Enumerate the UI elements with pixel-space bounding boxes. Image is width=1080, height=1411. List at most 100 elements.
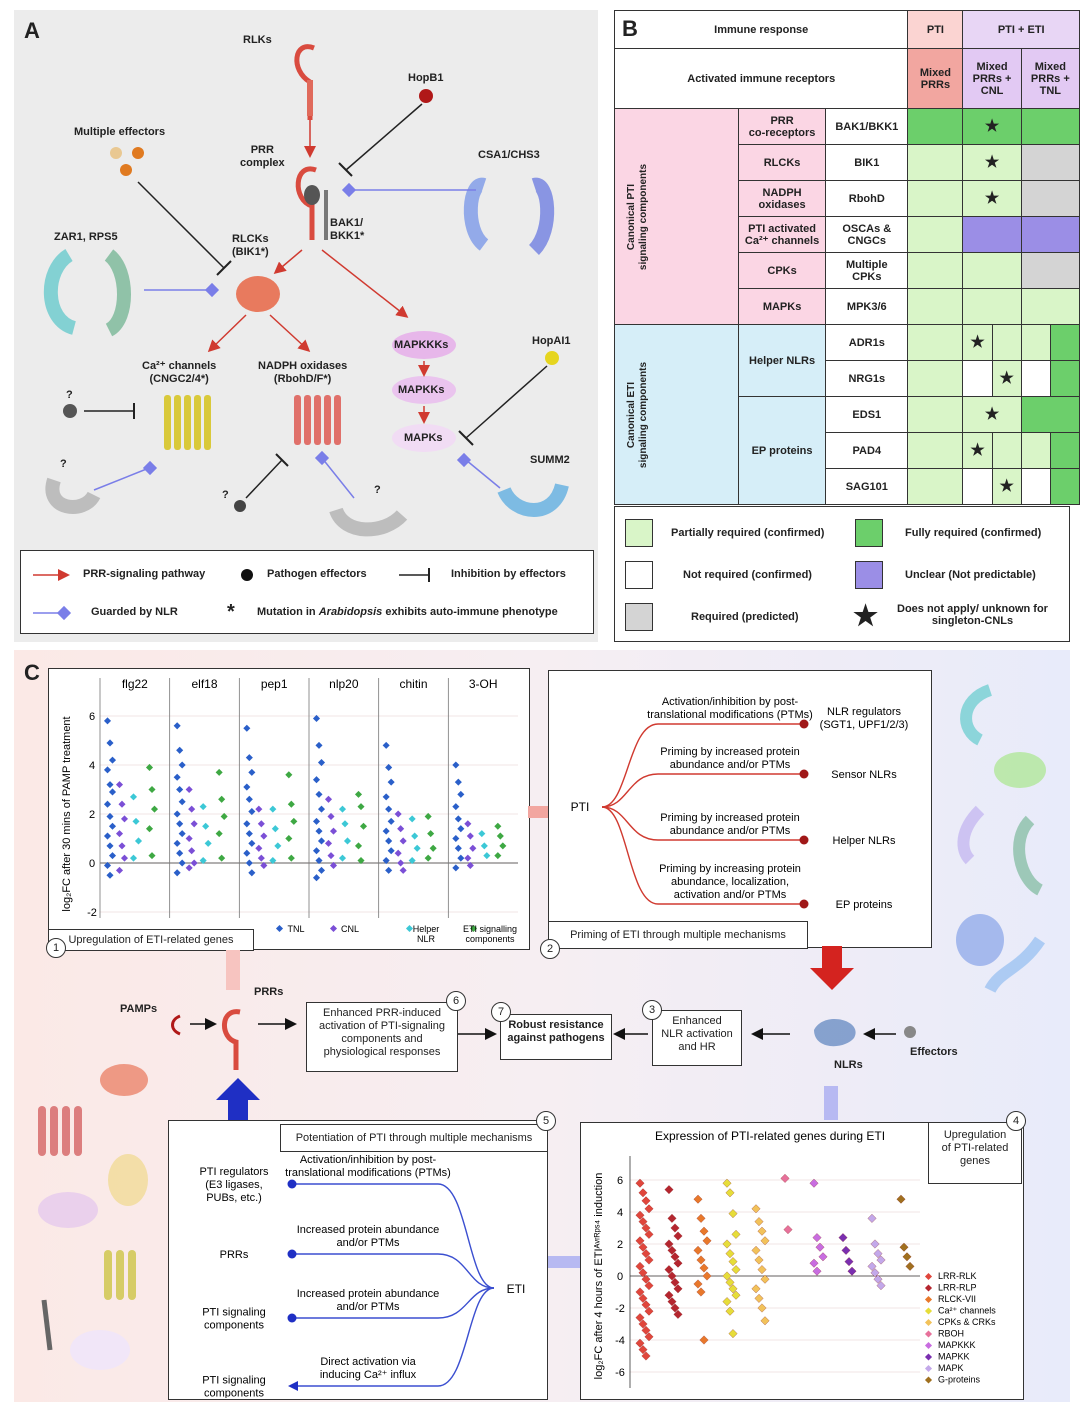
chart2-legend-label: RLCK-VII [938, 1294, 976, 1304]
chart1-point [478, 830, 486, 838]
chart1-point [399, 866, 407, 874]
chart2-point [815, 1242, 825, 1252]
chart1-point [115, 866, 124, 874]
chart2-point [722, 1178, 732, 1188]
cell-cnl [962, 216, 1022, 253]
legend-predicted: Required (predicted) [691, 611, 799, 623]
chart1-point [327, 812, 335, 820]
step7-num: 7 [491, 1002, 511, 1022]
chart2-point [667, 1245, 677, 1255]
chart1-point [483, 852, 491, 860]
cell-pti [907, 252, 964, 289]
chart1-point [315, 790, 323, 798]
chart1-legend-label: TNL [287, 924, 304, 934]
chart2-legend-label: MAPKKK [938, 1340, 976, 1350]
chart1-point [185, 864, 193, 872]
chart1-point [108, 756, 117, 764]
header-mixed-tnl: Mixed PRRs + TNL [1020, 48, 1080, 109]
pti-gene-cell: BIK1 [825, 144, 909, 181]
chart1-point [408, 815, 416, 823]
chart1-point [260, 832, 268, 840]
chart2-point [644, 1255, 654, 1265]
potentiation-box [168, 1120, 548, 1400]
chart2-point [667, 1297, 677, 1307]
legend-partial: Partially required (confirmed) [671, 527, 825, 539]
chart2-point [644, 1306, 654, 1316]
chart1-point [329, 827, 338, 835]
chart1-point [148, 852, 156, 860]
chart1-point [176, 785, 184, 794]
chart2-point [731, 1290, 741, 1300]
step5-text: Potentiation of PTI through multiple mec… [295, 1132, 533, 1144]
chart1-point [464, 820, 472, 828]
chart1-point [145, 825, 154, 833]
chart2-legend-label: CPKs & CRKs [938, 1317, 996, 1327]
chart1-point [452, 803, 460, 811]
potentiation-arrowhead [288, 1381, 298, 1391]
header-mixed-prrs: Mixed PRRs [907, 48, 964, 109]
chart1-point [257, 854, 265, 862]
chart1-point [103, 717, 112, 725]
potentiation-branch [292, 1183, 495, 1289]
red-down-arrow [810, 946, 854, 990]
chart1-point [287, 800, 295, 808]
cell-eti-status [1020, 468, 1051, 505]
chart2-legend-marker [924, 1353, 933, 1361]
panel-b-table: Immune response PTI PTI + ETI Activated … [613, 10, 1080, 505]
chart1-point [387, 778, 395, 786]
chart2-point [905, 1261, 915, 1271]
chart1-point [108, 822, 117, 830]
chart2-ytick: -4 [615, 1335, 625, 1347]
step5-num: 5 [536, 1111, 556, 1131]
chart2-point [722, 1297, 732, 1307]
chart2-point [812, 1233, 822, 1243]
chart1-point [413, 844, 421, 852]
cell-cnl [962, 252, 1022, 289]
chart2-point [638, 1319, 648, 1329]
chart2-point [760, 1274, 770, 1284]
chart1-point [173, 773, 181, 781]
chart1-point [245, 754, 253, 762]
cell-cnl: ★ [962, 180, 1022, 217]
chart2-legend-marker [924, 1307, 933, 1315]
eti-gene-cell: NRG1s [825, 360, 909, 397]
chart1-point [359, 822, 368, 830]
label-q1: ? [66, 389, 73, 401]
chart1-point [397, 859, 405, 867]
cell-eti-status [1049, 468, 1080, 505]
chart2-point [635, 1287, 645, 1297]
potentiation-mechanism: Activation/inhibition by post-translatio… [285, 1154, 451, 1179]
legend-mutation-pre: Mutation in [257, 606, 319, 618]
cell-eti-status [1049, 432, 1080, 469]
chart2-point [644, 1229, 654, 1239]
chart2-legend-label: Ca²⁺ channels [938, 1306, 996, 1316]
chart2-point [873, 1249, 883, 1259]
chart1-point [173, 810, 181, 818]
chart2-point [725, 1277, 735, 1287]
chart1-category-label: flg22 [122, 677, 148, 691]
pti-group-cell: PTI activated Ca²⁺ channels [737, 216, 827, 253]
chart2-point [783, 1225, 793, 1235]
priming-node [799, 899, 809, 909]
chart1-point [190, 820, 198, 828]
cell-cnl: ★ [962, 108, 1022, 145]
chart2-point [696, 1287, 706, 1297]
chart2-point [635, 1236, 645, 1246]
cell-pti [907, 360, 964, 397]
chart1-point [452, 834, 460, 843]
priming-branch [601, 806, 804, 841]
header-mixed-cnl: Mixed PRRs + CNL [962, 48, 1022, 109]
legend-a-symbols [33, 568, 430, 621]
panel-b-letter: B [622, 16, 638, 41]
chart1-category-label: chitin [399, 677, 427, 691]
chart1-point [324, 795, 333, 803]
potentiation-node [287, 1179, 297, 1189]
label-mapkkks: MAPKKKs [394, 339, 449, 351]
chart2-legend-marker [924, 1284, 933, 1292]
chart1-point [457, 825, 465, 833]
panel-a-legend: PRR-signaling pathway Pathogen effectors… [20, 550, 594, 634]
